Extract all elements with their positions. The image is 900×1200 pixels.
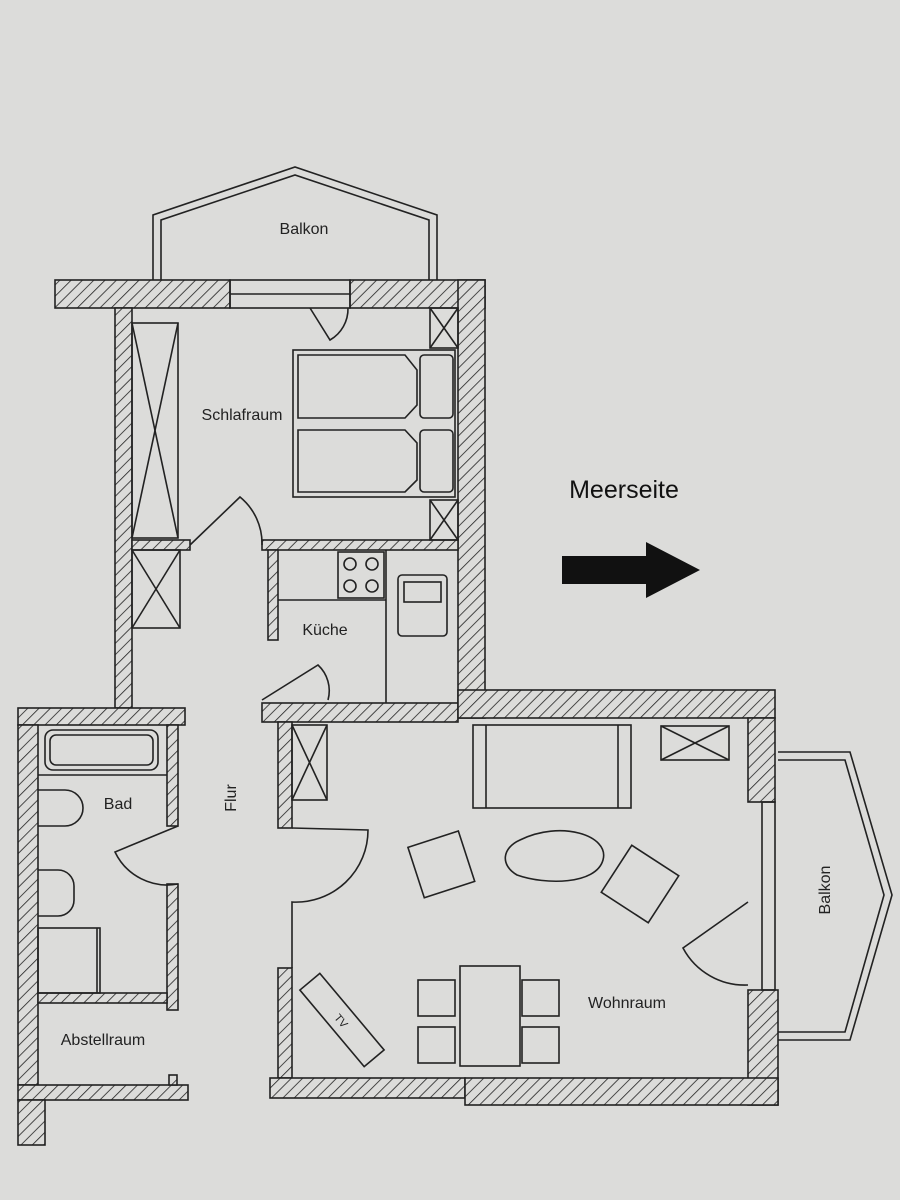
balcony-right bbox=[778, 751, 893, 1041]
label-living: Wohnraum bbox=[588, 995, 666, 1012]
bedroom-furniture bbox=[131, 307, 459, 629]
tv-label: TV bbox=[331, 1012, 350, 1031]
orientation-label: Meerseite bbox=[569, 476, 679, 504]
bathroom-furniture bbox=[37, 729, 167, 994]
walls bbox=[17, 279, 779, 1146]
label-bedroom: Schlafraum bbox=[202, 407, 283, 424]
label-hallway: Flur bbox=[223, 784, 240, 812]
label-kitchen: Küche bbox=[302, 622, 347, 639]
kitchen-furniture bbox=[278, 550, 448, 703]
doors bbox=[113, 307, 749, 986]
tv-stand: TV bbox=[298, 972, 386, 1068]
living-furniture: TV bbox=[291, 724, 730, 1068]
label-balcony-top: Balkon bbox=[280, 221, 329, 238]
arrow-right-icon bbox=[562, 542, 700, 598]
label-bathroom: Bad bbox=[104, 796, 132, 813]
windows bbox=[229, 279, 776, 991]
label-balcony-right: Balkon bbox=[817, 866, 834, 915]
label-storage: Abstellraum bbox=[61, 1032, 145, 1049]
balcony-top bbox=[152, 166, 438, 280]
